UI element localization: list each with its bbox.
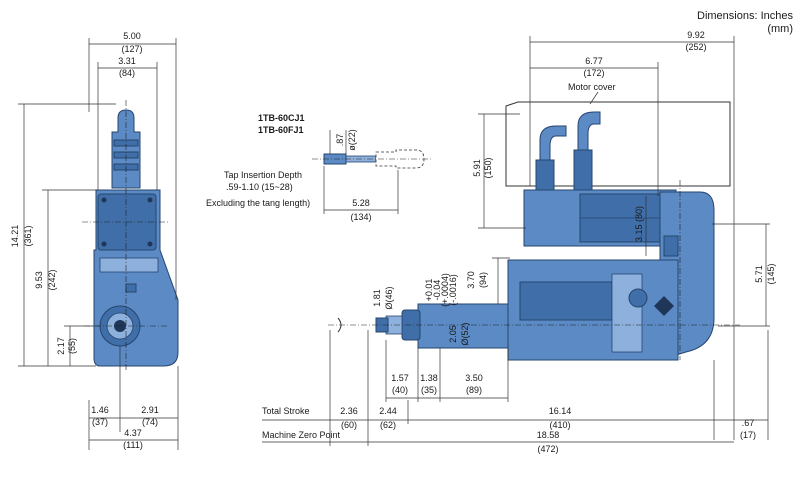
detail-view: 1TB-60CJ1 1TB-60FJ1 Tap Insertion Depth … bbox=[206, 113, 432, 222]
spindle-housing bbox=[417, 303, 509, 349]
dim-nose-d: 1.81 bbox=[372, 289, 382, 307]
dim-detail-len-mm: (134) bbox=[350, 212, 371, 222]
dim-stroke-c: 16.14 bbox=[549, 406, 572, 416]
tol-4: (-.0016) bbox=[448, 274, 458, 306]
dim-end-a-mm: (17) bbox=[740, 430, 756, 440]
tap-depth-label: Tap Insertion Depth bbox=[224, 170, 302, 180]
dim-left-bottom-a: 1.46 bbox=[91, 405, 109, 415]
part-number-1: 1TB-60CJ1 bbox=[258, 113, 305, 123]
dim-left-bottom-b-mm: (74) bbox=[142, 417, 158, 427]
units-header: Dimensions: Inches bbox=[697, 10, 793, 22]
left-view-dimensions: 5.00 (127) 3.31 (84) 14.21 (361) 9.53 (2… bbox=[10, 31, 179, 450]
dim-stroke-c-mm: (410) bbox=[549, 420, 570, 430]
dim-left-height-b: 2.17 bbox=[56, 337, 66, 355]
dim-right-top-total: 9.92 bbox=[687, 30, 705, 40]
tol-2: -0.04 bbox=[432, 280, 442, 301]
part-number-2: 1TB-60FJ1 bbox=[258, 125, 304, 135]
motor-cover-outline bbox=[505, 101, 731, 187]
dim-spindle-d-val: 2.05 bbox=[448, 325, 458, 343]
dim-seg-c-mm: (89) bbox=[466, 385, 482, 395]
dim-seg-b-mm: (35) bbox=[421, 385, 437, 395]
tap-depth-value: .59-1.10 (15~28) bbox=[226, 182, 293, 192]
dim-left-width-total: 5.00 bbox=[123, 31, 141, 41]
dim-left-bottom-a-mm: (37) bbox=[92, 417, 108, 427]
dim-right-top-a: 6.77 bbox=[585, 56, 603, 66]
dim-detail-dia-mm: ø(22) bbox=[347, 129, 357, 151]
motor-cover-label: Motor cover bbox=[568, 82, 616, 92]
dim-seg-a: 1.57 bbox=[391, 373, 409, 383]
dim-left-bottom-total-mm: (111) bbox=[123, 440, 143, 450]
dim-detail-dia: .87 bbox=[335, 134, 345, 147]
dim-right-body-h: 3.70 bbox=[466, 271, 476, 289]
dim-left-width-total-mm: (127) bbox=[121, 44, 142, 54]
machine-zero-label: Machine Zero Point bbox=[262, 430, 341, 440]
dim-right-top-a-mm: (172) bbox=[583, 68, 604, 78]
dim-left-height-total-mm: (361) bbox=[23, 225, 33, 246]
dim-right-body-h-mm: (94) bbox=[478, 272, 488, 288]
dim-stroke-a-mm: (60) bbox=[341, 420, 357, 430]
right-view: Motor cover bbox=[328, 82, 740, 361]
dim-left-height-a-mm: (242) bbox=[47, 269, 57, 290]
dim-left-bottom-total: 4.37 bbox=[124, 428, 142, 438]
dim-left-height-b-mm: (55) bbox=[67, 338, 77, 354]
dim-stroke-a: 2.36 bbox=[340, 406, 358, 416]
dim-seg-c: 3.50 bbox=[465, 373, 483, 383]
dim-right-inner-h: 3.15 (80) bbox=[634, 206, 644, 242]
dim-nose-d-mm: Ø(46) bbox=[384, 286, 394, 309]
dim-right-motor-h-mm: (150) bbox=[483, 157, 493, 178]
dim-right-motor-h: 5.91 bbox=[472, 159, 482, 177]
dim-left-height-a: 9.53 bbox=[34, 271, 44, 289]
dim-right-right-h: 5.71 bbox=[754, 265, 764, 283]
dim-seg-b: 1.38 bbox=[420, 373, 438, 383]
total-stroke-label: Total Stroke bbox=[262, 406, 310, 416]
dim-stroke-b-mm: (62) bbox=[380, 420, 396, 430]
units-header-mm: (mm) bbox=[767, 23, 793, 35]
dim-right-right-h-mm: (145) bbox=[766, 263, 776, 284]
dim-detail-len: 5.28 bbox=[352, 198, 370, 208]
dim-zero-total: 18.58 bbox=[537, 430, 560, 440]
dim-left-width-a-mm: (84) bbox=[119, 68, 135, 78]
dim-right-top-total-mm: (252) bbox=[685, 42, 706, 52]
dim-end-a: .67 bbox=[742, 418, 755, 428]
dim-stroke-b: 2.44 bbox=[379, 406, 397, 416]
tol-1: +0.01 bbox=[424, 279, 434, 302]
dim-spindle-d: Ø(52) bbox=[460, 322, 470, 345]
dim-seg-a-mm: (40) bbox=[392, 385, 408, 395]
left-view bbox=[82, 100, 179, 372]
right-view-dimensions: 9.92 (252) 6.77 (172) 5.91 (150) 3.15 (8… bbox=[262, 30, 776, 454]
dim-left-width-a: 3.31 bbox=[118, 56, 136, 66]
tap-depth-note: Excluding the tang length) bbox=[206, 198, 310, 208]
dim-zero-total-mm: (472) bbox=[537, 444, 558, 454]
dim-left-bottom-b: 2.91 bbox=[141, 405, 159, 415]
dim-left-height-total: 14.21 bbox=[10, 225, 20, 248]
tol-3: (+.0004) bbox=[440, 273, 450, 307]
